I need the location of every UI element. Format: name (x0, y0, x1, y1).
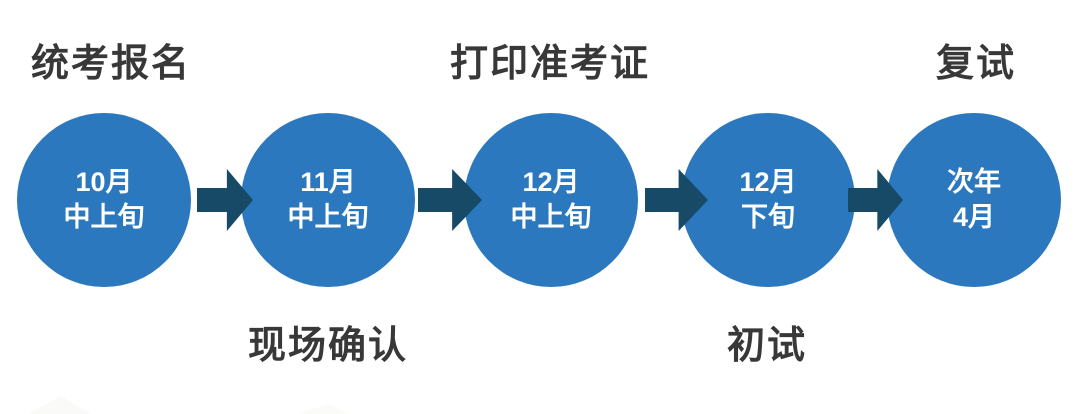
step-circle-confirmation: 11月 中上旬 (241, 113, 415, 287)
step-circle-registration: 10月 中上旬 (17, 113, 191, 287)
step-date-line2: 中上旬 (510, 202, 592, 232)
arrow-right-icon (645, 169, 708, 231)
phase-label-onsite-confirmation: 现场确认 (247, 325, 409, 367)
phase-label-print-admission-ticket: 打印准考证 (449, 43, 651, 85)
step-circle-preliminary-exam: 12月 下旬 (681, 113, 855, 287)
watermark-shape (298, 404, 350, 414)
step-date-line2: 4月 (952, 202, 996, 232)
phase-label-unified-exam-registration: 统考报名 (30, 43, 192, 85)
step-circle-admission-ticket: 12月 中上旬 (464, 113, 638, 287)
step-date-line2: 下旬 (741, 202, 795, 232)
phase-label-preliminary-exam: 初试 (726, 325, 808, 367)
step-date-line1: 次年 (947, 167, 1001, 197)
arrow-right-icon (418, 169, 482, 231)
watermark-shape (28, 396, 90, 414)
step-date-line2: 中上旬 (287, 202, 369, 232)
arrow-right-icon (848, 169, 903, 231)
step-date-line1: 11月 (300, 167, 356, 197)
step-date-line1: 10月 (75, 167, 133, 197)
step-circle-retest: 次年 4月 (887, 113, 1061, 287)
phase-label-retest: 复试 (935, 43, 1017, 85)
step-date-line1: 12月 (522, 167, 580, 197)
step-date-line2: 中上旬 (63, 202, 145, 232)
arrow-right-icon (197, 169, 253, 231)
step-date-line1: 12月 (739, 167, 797, 197)
